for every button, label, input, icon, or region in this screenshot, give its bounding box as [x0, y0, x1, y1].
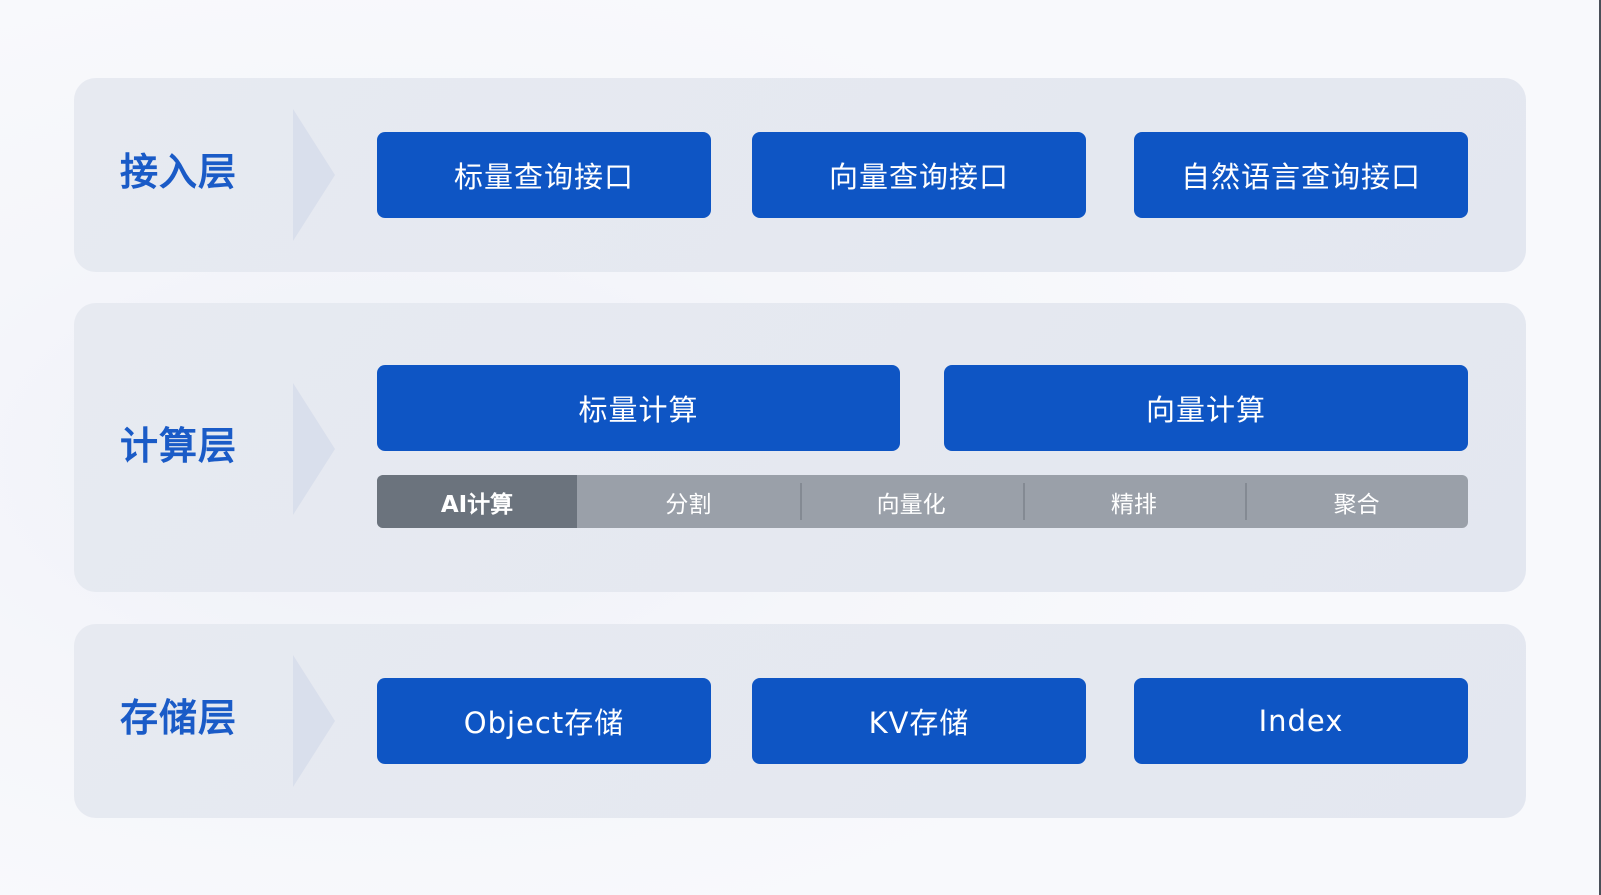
strip-item-rerank: 精排: [1022, 475, 1246, 528]
strip-item-segment: 分割: [665, 491, 712, 518]
index-storage: Index: [1134, 678, 1468, 764]
layer-title: 存储层: [120, 696, 238, 740]
natural-language-query-interface: 自然语言查询接口: [1134, 132, 1468, 218]
chevron-right-icon: [293, 655, 335, 787]
object-storage: Object存储: [377, 678, 711, 764]
ai-compute-strip: AI计算 分割 向量化 精排 聚合: [377, 475, 1468, 528]
strip-item-vectorize: 向量化: [799, 475, 1023, 528]
scalar-compute: 标量计算: [377, 365, 900, 451]
vector-query-interface: 向量查询接口: [752, 132, 1086, 218]
layer-title: 计算层: [120, 424, 238, 468]
layer-storage: 存储层 Object存储 KV存储 Index: [74, 624, 1526, 818]
kv-storage: KV存储: [752, 678, 1086, 764]
chevron-right-icon: [293, 383, 335, 515]
ai-compute-label: AI计算: [377, 475, 577, 528]
layer-access: 接入层 标量查询接口 向量查询接口 自然语言查询接口: [74, 78, 1526, 272]
vector-compute: 向量计算: [944, 365, 1468, 451]
chevron-right-icon: [293, 109, 335, 241]
right-edge-border: [1599, 0, 1601, 895]
layer-compute: 计算层 标量计算 向量计算 AI计算 分割 向量化 精排 聚合: [74, 303, 1526, 592]
strip-item-aggregate: 聚合: [1245, 475, 1468, 528]
scalar-query-interface: 标量查询接口: [377, 132, 711, 218]
layer-title: 接入层: [120, 150, 238, 194]
